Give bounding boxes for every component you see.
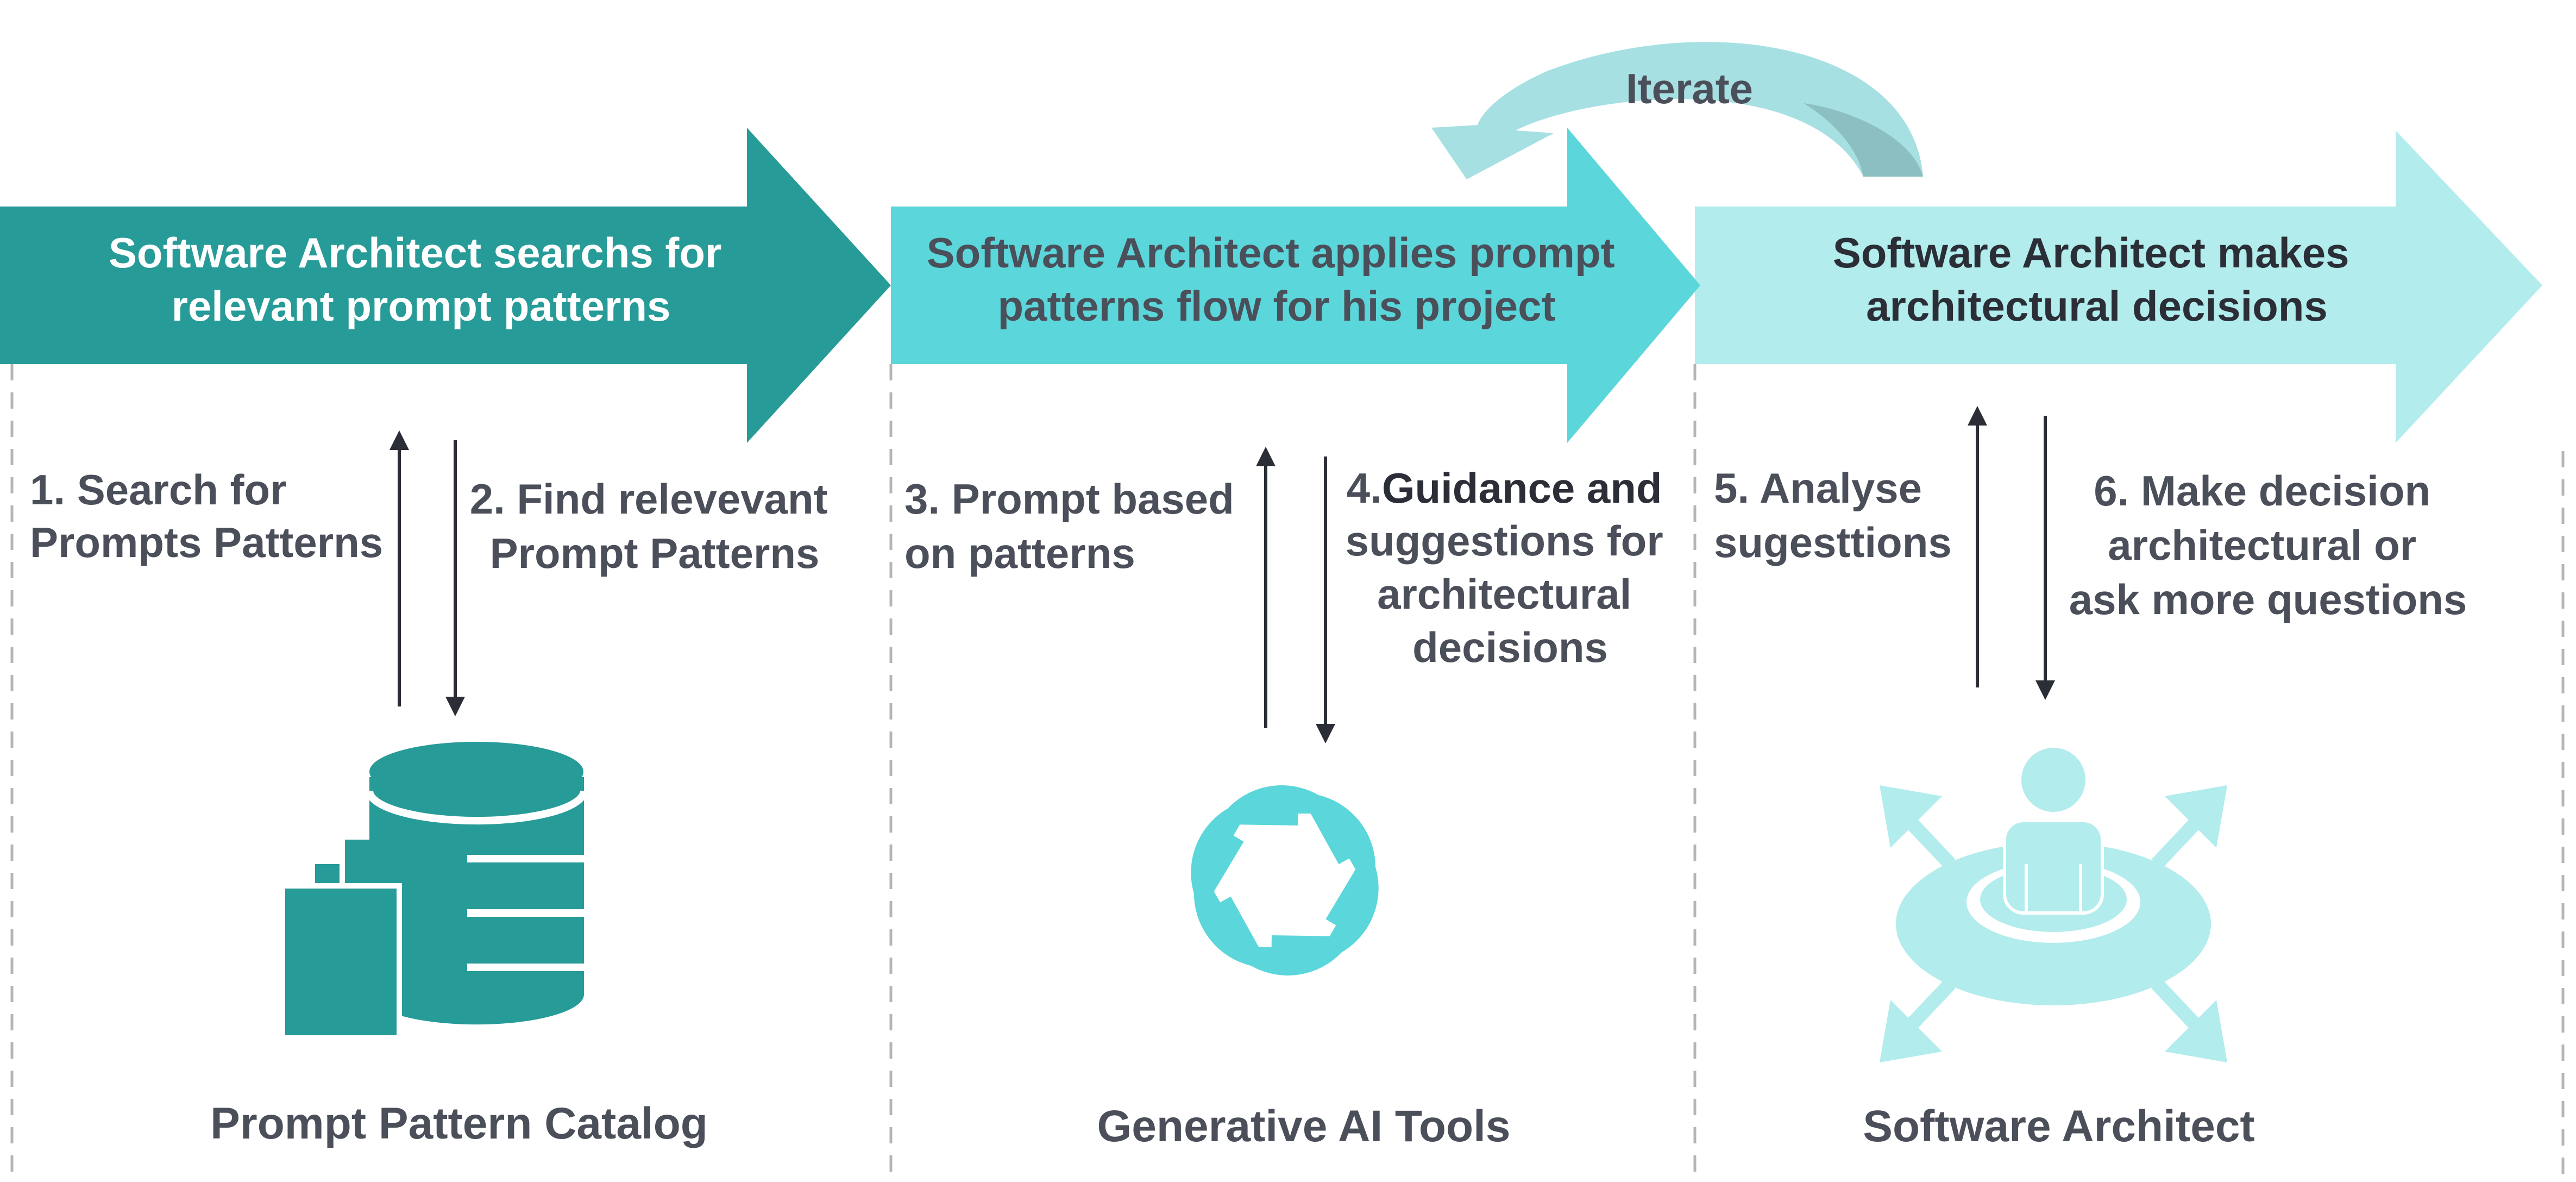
iterate-arrow-icon [1431, 42, 1923, 179]
stage-3-banner [1695, 130, 2542, 443]
stage-2-banner [891, 128, 1700, 443]
step-1-text: 1. Search for Prompts Patterns [30, 466, 383, 566]
stage-2-banner-text: Software Architect applies prompt patter… [927, 229, 1627, 330]
architect-person-icon [1880, 745, 2227, 1062]
database-documents-icon [280, 742, 588, 1041]
step-3-text: 3. Prompt based on patterns [904, 475, 1246, 577]
step-5-text: 5. Analyse sugesttions [1714, 464, 1952, 566]
label-generative-ai-tools: Generative AI Tools [1097, 1102, 1511, 1151]
iterate-label: Iterate [1626, 65, 1753, 112]
interaction-arrows [389, 406, 2055, 743]
step-4-text: 4.Guidance and suggestions for architect… [1346, 464, 1675, 671]
label-software-architect: Software Architect [1863, 1102, 2254, 1151]
openai-knot-icon [1191, 785, 1379, 975]
step-6-text: 6. Make decision architectural or ask mo… [2069, 467, 2467, 623]
stage-1-banner-text: Software Architect searchs for relevant … [109, 229, 733, 330]
column-dividers [10, 364, 2565, 1179]
step-2-text: 2. Find relevevant Prompt Patterns [470, 475, 840, 577]
stage-3-banner-text: Software Architect makes architectural d… [1833, 229, 2361, 330]
label-prompt-pattern-catalog: Prompt Pattern Catalog [210, 1099, 708, 1148]
stage-1-banner [0, 128, 891, 443]
